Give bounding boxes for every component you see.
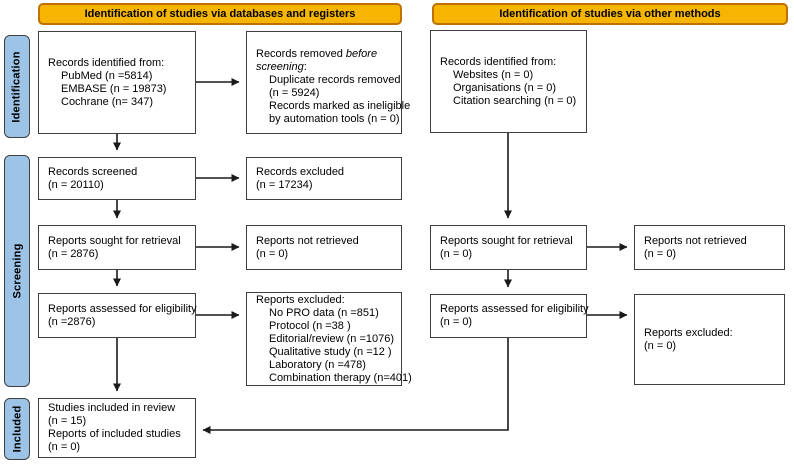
box-records-excluded: Records excluded(n = 17234) [246,157,402,200]
stage-bar-screening: Screening [4,155,30,387]
box-text-line: Studies included in review [48,402,176,414]
box-text-line: Reports not retrieved [644,234,747,247]
box-records-identified-other: Records identified from:Websites (n = 0)… [430,30,587,133]
stage-bar-included: Included [4,398,30,460]
box-studies-included: Studies included in review(n = 15)Report… [38,398,196,458]
box-reports-assessed-databases: Reports assessed for eligibility(n =2876… [38,293,197,338]
box-text-line: Records removed before [256,48,378,60]
box-text-line: (n = 0) [440,247,473,260]
box-text-line: Reports excluded: [644,326,733,339]
box-text-line: Reports excluded: [256,293,345,306]
box-text-line: Laboratory (n =478) [269,358,366,371]
banner-other-methods: Identification of studies via other meth… [432,3,788,25]
box-text-line: (n = 15) [48,415,87,427]
banner-databases-registers: Identification of studies via databases … [38,3,402,25]
box-text-line: Protocol (n =38 ) [269,319,351,332]
box-text-line: PubMed (n =5814) [61,69,153,82]
box-reports-excluded-databases: Reports excluded:No PRO data (n =851)Pro… [246,292,412,386]
box-text-line: Websites (n = 0) [453,68,534,81]
box-text-line: Citation searching (n = 0) [453,94,577,107]
box-text-line: by automation tools (n = 0) [269,113,400,125]
box-reports-excluded-other: Reports excluded:(n = 0) [634,294,785,385]
box-text-line: Reports not retrieved [256,234,359,247]
stage-label-screening: Screening [11,243,23,299]
box-reports-not-retrieved-databases: Reports not retrieved(n = 0) [246,225,402,270]
box-text-line: Cochrane (n= 347) [61,95,154,108]
stage-bar-identification: Identification [4,35,30,138]
box-text-line: (n = 2876) [48,247,99,260]
box-text-line: screening: [256,61,307,73]
stage-label-included: Included [11,405,24,453]
box-text-line: (n = 17234) [256,178,313,191]
box-text-line: Qualitative study (n =12 ) [269,345,392,358]
box-text-line: Combination therapy (n=401) [269,371,412,384]
box-reports-sought-other: Reports sought for retrieval(n = 0) [430,225,587,270]
box-text-line: Reports assessed for eligibility [440,303,589,315]
box-text-line: (n = 5924) [269,87,320,99]
box-text-line: Reports sought for retrieval [48,234,181,247]
box-text-line: Records identified from: [48,56,165,69]
box-text-line: (n = 0) [256,247,289,260]
box-text-line: Organisations (n = 0) [453,81,557,94]
stage-label-identification: Identification [11,50,23,123]
box-text-line: Records screened [48,165,138,178]
box-text-line: (n = 0) [644,247,677,260]
box-text-line: Reports sought for retrieval [440,234,573,247]
box-text-line: Reports of included studies [48,428,181,440]
box-text-line: (n = 0) [48,441,81,453]
box-text-line: Duplicate records removed [269,74,401,86]
box-records-screened: Records screened(n = 20110) [38,157,196,200]
box-text-line: (n =2876) [48,315,96,328]
box-text-line: (n = 0) [440,316,473,328]
box-text-line: Records excluded [256,165,345,178]
box-text-line: No PRO data (n =851) [269,306,379,319]
box-records-identified-databases: Records identified from:PubMed (n =5814)… [38,31,196,134]
box-text-line: EMBASE (n = 19873) [61,82,167,95]
box-text-line: Records marked as ineligible [269,100,411,112]
box-reports-not-retrieved-other: Reports not retrieved(n = 0) [634,225,785,270]
box-text-line: Reports assessed for eligibility [48,302,197,315]
box-text-line: (n = 20110) [48,178,104,191]
box-reports-assessed-other: Reports assessed for eligibility(n = 0) [430,294,589,338]
box-text-line: Records identified from: [440,55,557,68]
box-text-line: (n = 0) [644,339,677,352]
box-reports-sought-databases: Reports sought for retrieval(n = 2876) [38,225,196,270]
box-text-line: Editorial/review (n =1076) [269,332,395,345]
